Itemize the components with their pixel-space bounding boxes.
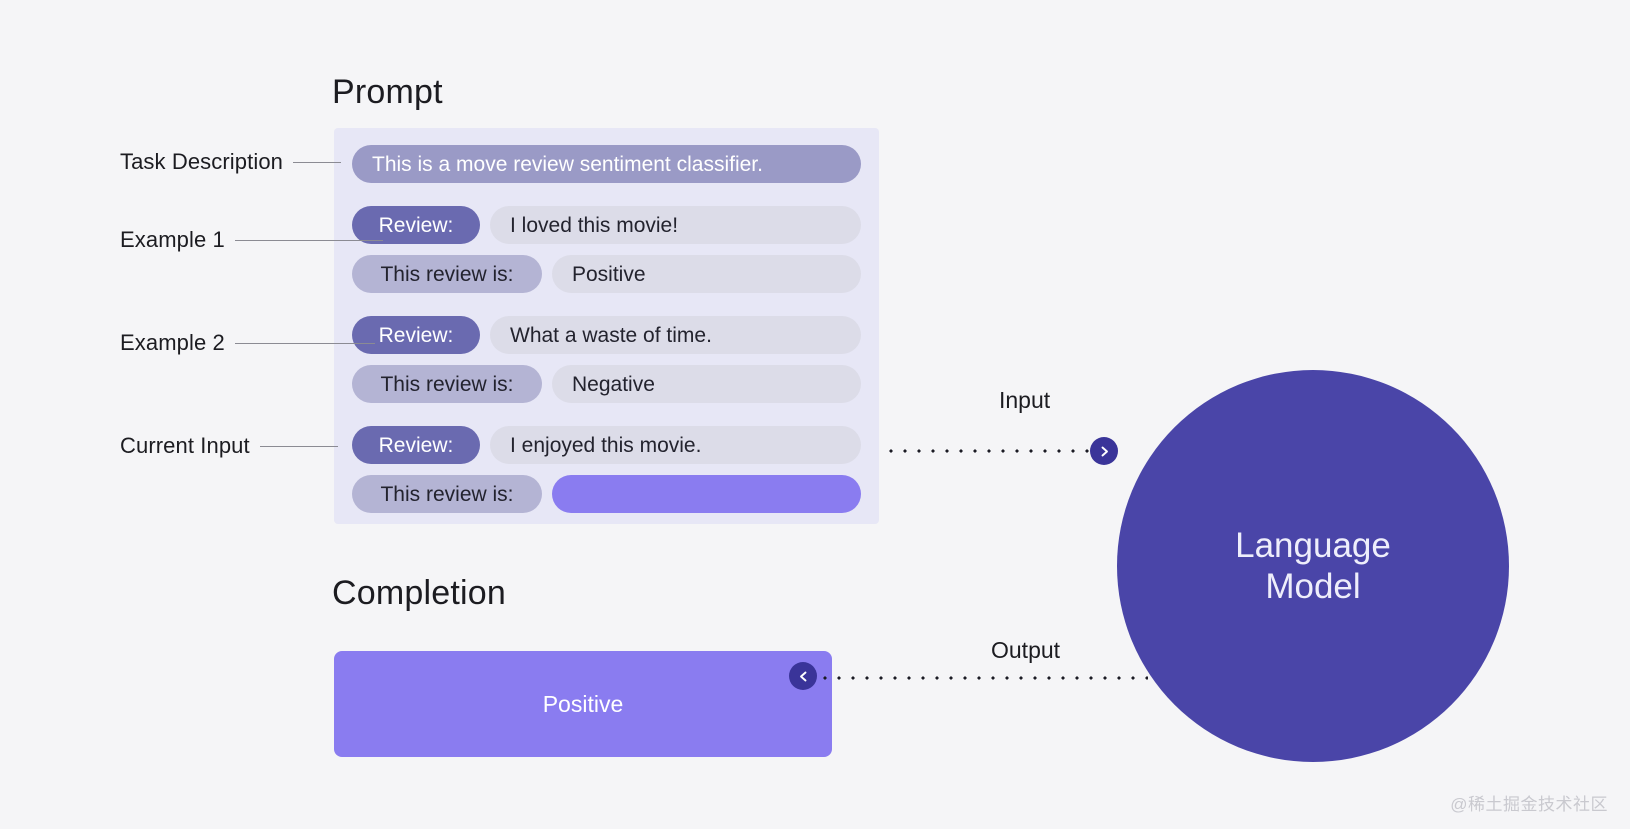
leader-line: [293, 161, 341, 163]
example-2-sentiment-row: This review is: Negative: [352, 365, 861, 403]
example-2-sentiment-value: Negative: [552, 365, 861, 403]
example-1-sentiment-row: This review is: Positive: [352, 255, 861, 293]
annotation-example-2-label: Example 2: [120, 330, 225, 355]
current-input-review-key: Review:: [352, 426, 480, 464]
annotation-current-input-label: Current Input: [120, 433, 250, 458]
annotation-task-description-label: Task Description: [120, 149, 283, 174]
language-model-title-line-2: Model: [1265, 567, 1361, 606]
annotation-current-input: Current Input: [120, 433, 338, 458]
leader-line: [259, 445, 338, 447]
completion-output-box: Positive: [334, 651, 832, 757]
example-2-review-key: Review:: [352, 316, 480, 354]
example-1-review-value: I loved this movie!: [490, 206, 861, 244]
language-model-node: Language Model: [1117, 370, 1509, 762]
example-2-review-row: Review: What a waste of time.: [352, 316, 861, 354]
watermark: @稀土掘金技术社区: [1450, 795, 1608, 814]
current-input-review-value: I enjoyed this movie.: [490, 426, 861, 464]
example-2-sentiment-key: This review is:: [352, 365, 542, 403]
prompt-panel: This is a move review sentiment classifi…: [334, 128, 879, 524]
leader-line: [234, 342, 375, 344]
chevron-left-icon: [789, 662, 817, 690]
leader-line: [234, 239, 383, 241]
example-1-review-key: Review:: [352, 206, 480, 244]
annotation-example-1: Example 1: [120, 227, 383, 252]
chevron-right-icon: [1090, 437, 1118, 465]
example-1-review-row: Review: I loved this movie!: [352, 206, 861, 244]
annotation-example-2: Example 2: [120, 330, 375, 355]
prompt-section-heading: Prompt: [332, 73, 443, 111]
current-input-sentiment-key: This review is:: [352, 475, 542, 513]
current-input-review-row: Review: I enjoyed this movie.: [352, 426, 861, 464]
language-model-title-line-1: Language: [1235, 525, 1391, 565]
annotation-example-1-label: Example 1: [120, 227, 225, 252]
annotation-task-description: Task Description: [120, 149, 341, 174]
output-connector-line: [818, 676, 1148, 680]
input-connector-line: [884, 449, 1102, 453]
completion-section-heading: Completion: [332, 574, 506, 612]
task-description-row: This is a move review sentiment classifi…: [352, 145, 861, 183]
output-flow-label: Output: [991, 637, 1061, 663]
example-2-review-value: What a waste of time.: [490, 316, 861, 354]
task-description-pill: This is a move review sentiment classifi…: [352, 145, 861, 183]
completion-slot-pill: [552, 475, 861, 513]
input-flow-label: Input: [999, 387, 1051, 413]
current-input-sentiment-row: This review is:: [352, 475, 861, 513]
example-1-sentiment-value: Positive: [552, 255, 861, 293]
example-1-sentiment-key: This review is:: [352, 255, 542, 293]
